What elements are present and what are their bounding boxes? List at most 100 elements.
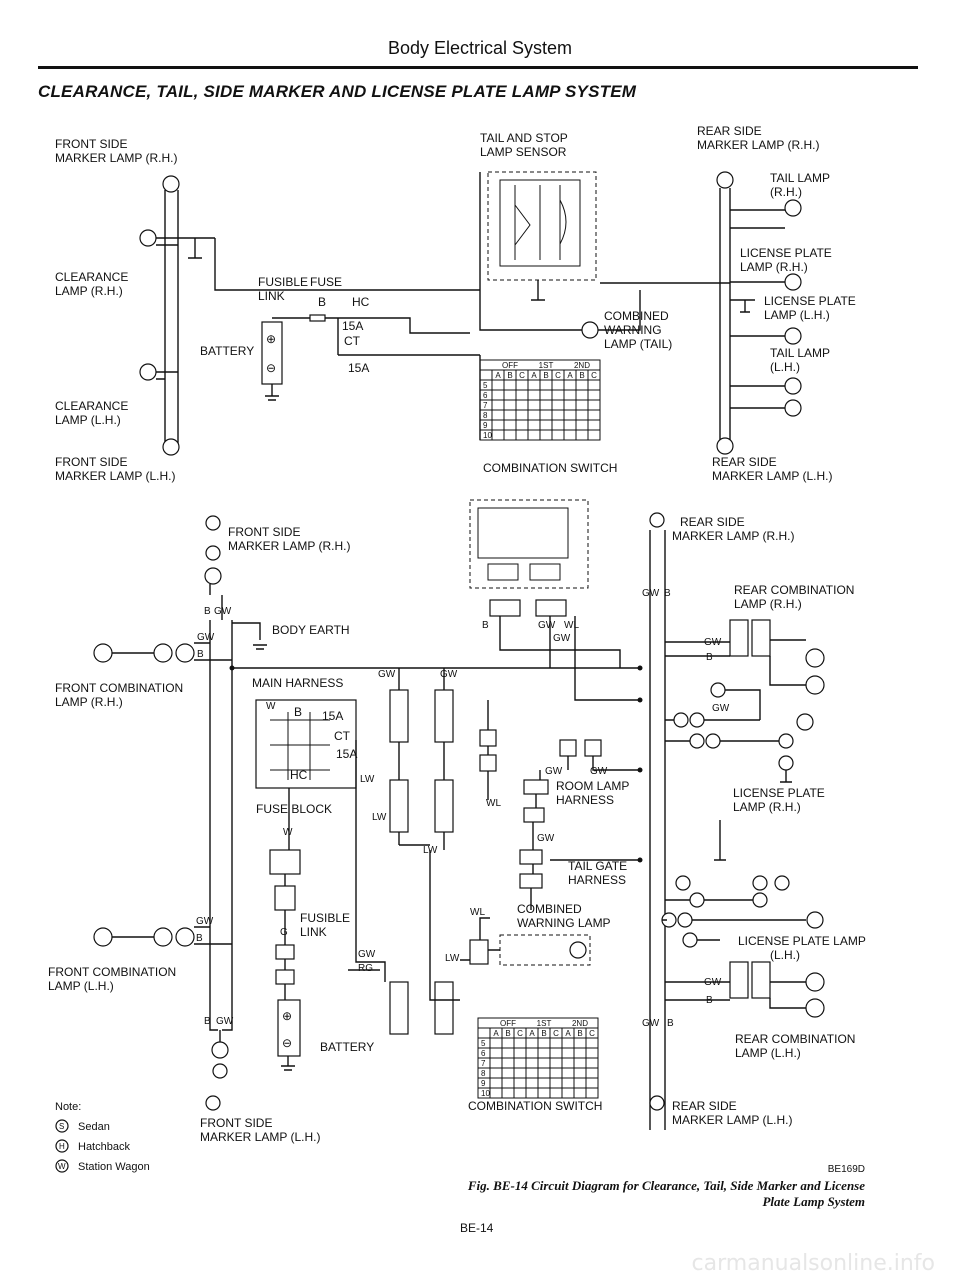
connector-room-4 [584,739,602,757]
wire-w-2: W [283,827,293,838]
license-lh-wires [662,820,806,941]
note-icon-hatchback [55,1139,69,1153]
wire-g-1: G [280,927,288,938]
hatch-connector-1 [689,712,705,728]
battery-plus-top: ⊕ [266,332,276,346]
label-rear-side-marker-rh-1: REAR SIDE [697,124,762,138]
license-rh-sedan [778,733,794,749]
sedan-connector-2 [689,733,705,749]
junction-2 [637,665,643,671]
label-fusible-link-1: FUSIBLE [258,275,308,289]
label-tail-lamp-lh-1: TAIL LAMP [770,346,830,360]
switch-table-column-label: B [541,1029,546,1038]
switch-table-position-label: 1ST [537,1019,552,1028]
junction-4 [637,767,643,773]
label-b-rear-side-marker-rh-1: REAR SIDE [680,515,745,529]
connector-room-5 [523,779,549,795]
front-side-marker-rh-lamp [162,175,180,193]
header-rule [38,66,918,69]
note-symbol-wagon: W [58,1162,66,1171]
label-fusible-link-2: LINK [258,289,285,303]
front-side-marker-lh-lamp [162,438,180,456]
front-combination-rh-lamp-c [175,643,195,663]
wire-gw-12: GW [537,833,555,844]
clearance-lh-lamp [139,363,157,381]
label-b-front-side-marker-lh-1: FRONT SIDE [200,1116,272,1130]
wire-lw-2: LW [372,812,387,823]
system-title: CLEARANCE, TAIL, SIDE MARKER AND LICENSE… [38,82,637,101]
battery-plus-bottom: ⊕ [282,1009,292,1023]
label-b-combined-warning-2: WARNING LAMP [517,916,611,930]
label-rear-combination-rh-2: LAMP (R.H.) [734,597,802,611]
label-b-front-side-marker-rh-2: MARKER LAMP (R.H.) [228,539,350,553]
fusible-link-bottom [275,944,295,960]
note-symbol-sedan: S [59,1122,64,1131]
harness-wires [348,668,460,1001]
fuse-block [255,699,357,789]
connector-main-2 [434,689,454,743]
sedan-connector-4 [752,892,768,908]
label-tail-gate-1: TAIL GATE [568,859,627,873]
body-earth-wire [232,622,267,650]
wire-gw-8: GW [538,620,556,631]
label-fuse-b: B [318,295,326,309]
wire-b-1: B [204,606,211,617]
wire-gw-4: GW [440,669,458,680]
rear-combination-lh-lamp-b [805,998,825,1018]
note-label-wagon: Station Wagon [78,1161,150,1173]
junction-3 [637,697,643,703]
label-license-lh-1: LICENSE PLATE [764,294,856,308]
label-fb-b: B [294,705,302,719]
label-rear-side-marker-lh-1: REAR SIDE [712,455,777,469]
junction-1 [229,665,235,671]
switch-table-column-label: A [493,1029,499,1038]
combination-switch-bottom-box [469,499,589,589]
b-front-side-marker-rh-connector [205,545,221,561]
switch-table-column-label: A [495,371,501,380]
watermark: carmanualsonline.info [692,1251,935,1276]
fuse-block-internal [270,712,330,780]
battery-minus-top: ⊖ [266,361,276,375]
switch-table-row-label: 6 [483,391,488,400]
switch-table-row-label: 5 [483,381,488,390]
switch-table-column-label: C [555,371,561,380]
label-tail-gate-2: HARNESS [568,873,626,887]
label-front-combination-lh-2: LAMP (L.H.) [48,979,114,993]
rear-lamp-branches [600,209,785,409]
rear-combination-rh-lamp-b [805,675,825,695]
b-front-side-marker-rh-lamp [205,515,221,531]
wire-gw-2: GW [197,632,215,643]
connector-fb-1 [269,849,301,875]
wire-b-6: B [664,588,671,599]
rear-side-marker-lh-lamp [716,437,734,455]
wire-gw-6: GW [196,916,214,927]
label-tail-lamp-rh-1: TAIL LAMP [770,171,830,185]
bottom-diagram: FRONT SIDE MARKER LAMP (R.H.) B GW BODY … [48,499,866,1144]
label-fusible-link-bottom-1: FUSIBLE [300,911,350,925]
wire-gw-5: GW [358,949,376,960]
switch-table-column-label: A [567,371,573,380]
label-room-lamp-2: HARNESS [556,793,614,807]
note-icon-sedan [55,1119,69,1133]
connector-main-1 [389,689,409,743]
wire-w-1: W [266,701,276,712]
front-combination-lh-lamp-a [93,927,113,947]
section-header: Body Electrical System [387,38,573,58]
b-front-side-marker-lh-connector [212,1063,228,1079]
notes-title: Note: [55,1101,81,1113]
label-fusible-link-bottom-2: LINK [300,925,327,939]
sensor-ground [531,280,545,301]
label-clearance-lh-1: CLEARANCE [55,399,128,413]
label-front-side-marker-rh-1: FRONT SIDE [55,137,127,151]
rear-combination-rh-connector-a [729,619,749,657]
connector-tailgate-1 [519,849,543,865]
label-fuse-hc: HC [352,295,370,309]
front-main-bus [214,238,480,291]
label-rear-combination-lh-2: LAMP (L.H.) [735,1046,801,1060]
switch-bottom-wires [499,616,640,701]
connector-main-5 [389,981,409,1035]
switch-table-row-label: 10 [481,1089,490,1098]
switch-table-column-label: C [519,371,525,380]
front-combination-lh-lamp-b [153,927,173,947]
